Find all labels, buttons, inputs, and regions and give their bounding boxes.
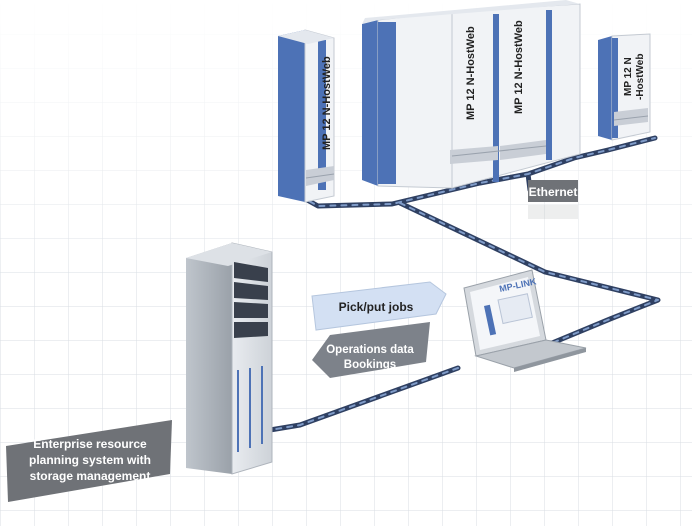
pick-put-arrow: Pick/put jobs — [311, 281, 447, 331]
svg-text:Ethernet: Ethernet — [529, 185, 578, 199]
drive-bays — [234, 262, 268, 338]
erp-server-tower — [186, 242, 273, 475]
storage-unit-center: MP 12 N-HostWeb MP 12 N-HostWeb — [362, 0, 581, 189]
laptop: MP-LINK — [463, 269, 587, 372]
unit-center-b-label: MP 12 N-HostWeb — [513, 20, 525, 114]
storage-unit-right: MP 12 N -HostWeb — [598, 33, 651, 141]
pick-put-label: Pick/put jobs — [339, 300, 414, 314]
unit-right-label-1: MP 12 N — [623, 57, 634, 96]
ethernet-cable — [267, 135, 661, 433]
erp-banner: Enterprise resource planning system with… — [6, 420, 172, 502]
erp-line-3: storage management — [30, 469, 151, 483]
operations-arrow: Operations data Bookings — [312, 322, 430, 378]
storage-unit-left: MP 12 N-HostWeb — [278, 29, 335, 203]
ethernet-label: Ethernet — [528, 180, 578, 219]
erp-line-2: planning system with — [29, 453, 151, 467]
operations-label-2: Bookings — [344, 359, 396, 371]
operations-label-1: Operations data — [326, 344, 414, 356]
unit-right-label-2: -HostWeb — [635, 54, 646, 100]
unit-left-label: MP 12 N-HostWeb — [321, 56, 333, 150]
unit-center-a-label: MP 12 N-HostWeb — [465, 26, 477, 120]
erp-line-1: Enterprise resource — [33, 437, 147, 451]
